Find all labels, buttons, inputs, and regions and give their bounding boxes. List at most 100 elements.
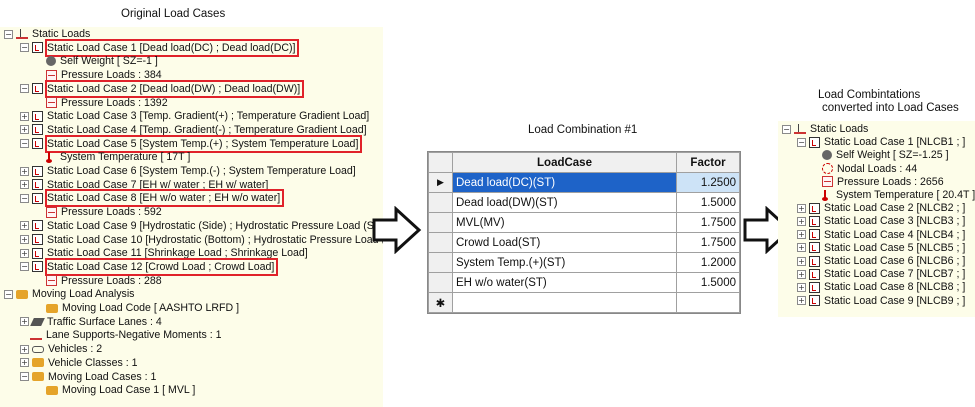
collapse-icon[interactable]: − bbox=[782, 124, 791, 134]
tree-item[interactable]: −Static Loads bbox=[782, 122, 868, 136]
tree-item[interactable]: Pressure Loads : 1392 bbox=[36, 96, 168, 110]
tree-item[interactable]: −Static Load Case 5 [System Temp.(+) ; S… bbox=[20, 134, 363, 153]
collapse-icon[interactable]: − bbox=[4, 29, 13, 39]
tree-item[interactable]: Moving Load Code [ AASHTO LRFD ] bbox=[36, 301, 239, 315]
expand-icon[interactable]: + bbox=[20, 166, 29, 176]
factor-cell[interactable]: 1.2500 bbox=[676, 172, 740, 193]
tree-item[interactable]: Self Weight [ SZ=-1.25 ] bbox=[812, 148, 949, 162]
expand-icon[interactable]: + bbox=[797, 256, 806, 266]
tree-item[interactable]: +Static Load Case 10 [Hydrostatic (Botto… bbox=[20, 233, 383, 247]
table-row[interactable]: System Temp.(+)(ST)1.2000 bbox=[428, 252, 740, 273]
collapse-icon[interactable]: − bbox=[20, 193, 29, 203]
tree-item[interactable]: System Temperature [ 17T ] bbox=[36, 150, 190, 164]
loadcase-cell[interactable]: Crowd Load(ST) bbox=[452, 232, 677, 253]
factor-cell[interactable]: 1.2000 bbox=[676, 252, 740, 273]
tree-item[interactable]: Self Weight [ SZ=-1 ] bbox=[36, 54, 158, 68]
collapse-icon[interactable]: − bbox=[20, 139, 29, 149]
expand-icon[interactable]: + bbox=[20, 235, 29, 244]
loadcase-cell[interactable]: EH w/o water(ST) bbox=[452, 272, 677, 293]
collapse-icon[interactable]: − bbox=[20, 84, 29, 94]
new-row-indicator[interactable]: ✱ bbox=[428, 292, 453, 313]
loadcase-column-header[interactable]: LoadCase bbox=[452, 152, 677, 173]
tree-item[interactable]: +Static Load Case 6 [NLCB6 ; ] bbox=[797, 254, 965, 268]
tree-item[interactable]: −Moving Load Analysis bbox=[4, 287, 134, 301]
collapse-icon[interactable]: − bbox=[20, 43, 29, 53]
row-selector[interactable] bbox=[428, 252, 453, 273]
tree-item[interactable]: +Static Load Case 7 [EH w/ water ; EH w/… bbox=[20, 178, 268, 192]
collapse-icon[interactable]: − bbox=[20, 372, 29, 381]
expand-icon[interactable]: + bbox=[20, 344, 29, 354]
table-row[interactable]: ▶Dead load(DC)(ST)1.2500 bbox=[428, 172, 740, 193]
original-load-cases-tree[interactable]: −Static Loads−Static Load Case 1 [Dead l… bbox=[0, 27, 383, 407]
new-row[interactable]: ✱ bbox=[428, 292, 740, 313]
expand-icon[interactable]: + bbox=[20, 358, 29, 368]
tree-item[interactable]: +Static Load Case 7 [NLCB7 ; ] bbox=[797, 267, 965, 281]
converted-load-cases-tree[interactable]: −Static Loads−Static Load Case 1 [NLCB1 … bbox=[778, 121, 975, 317]
factor-cell[interactable]: 1.5000 bbox=[676, 192, 740, 213]
tree-item[interactable]: +Static Load Case 5 [NLCB5 ; ] bbox=[797, 241, 965, 255]
tree-item[interactable]: Pressure Loads : 384 bbox=[36, 68, 162, 82]
factor-cell[interactable] bbox=[676, 292, 740, 313]
row-selector[interactable] bbox=[428, 272, 453, 293]
tree-item[interactable]: +Static Load Case 6 [System Temp.(-) ; S… bbox=[20, 164, 356, 178]
tree-item[interactable]: +Static Load Case 3 [NLCB3 ; ] bbox=[797, 214, 965, 228]
expand-icon[interactable]: + bbox=[797, 296, 806, 306]
loadcase-cell[interactable]: Dead load(DW)(ST) bbox=[452, 192, 677, 213]
factor-cell[interactable]: 1.7500 bbox=[676, 232, 740, 253]
tree-item[interactable]: Moving Load Case 1 [ MVL ] bbox=[36, 383, 195, 397]
tree-item[interactable]: −Static Load Case 2 [Dead load(DW) ; Dea… bbox=[20, 79, 305, 98]
expand-icon[interactable]: + bbox=[20, 221, 29, 231]
expand-icon[interactable]: + bbox=[797, 243, 806, 253]
loadcase-cell[interactable]: MVL(MV) bbox=[452, 212, 677, 233]
tree-item[interactable]: Pressure Loads : 288 bbox=[36, 274, 162, 288]
tree-item[interactable]: −Static Load Case 1 [NLCB1 ; ] bbox=[797, 135, 965, 149]
tree-item[interactable]: +Static Load Case 9 [NLCB9 ; ] bbox=[797, 294, 965, 308]
expand-icon[interactable]: + bbox=[20, 317, 29, 327]
factor-cell[interactable]: 1.7500 bbox=[676, 212, 740, 233]
collapse-icon[interactable]: − bbox=[797, 137, 806, 147]
table-row[interactable]: EH w/o water(ST)1.5000 bbox=[428, 272, 740, 293]
collapse-icon[interactable]: − bbox=[4, 289, 13, 299]
expand-icon[interactable]: + bbox=[797, 203, 806, 213]
expand-icon[interactable]: + bbox=[797, 230, 806, 240]
tree-item[interactable]: −Static Load Case 12 [Crowd Load ; Crowd… bbox=[20, 257, 279, 276]
tree-item[interactable]: +Vehicle Classes : 1 bbox=[20, 356, 138, 370]
loadcase-cell[interactable]: Dead load(DC)(ST) bbox=[452, 172, 677, 193]
tree-item[interactable]: −Static Loads bbox=[4, 27, 90, 41]
expand-icon[interactable]: + bbox=[20, 180, 29, 190]
row-selector[interactable] bbox=[428, 232, 453, 253]
tree-item[interactable]: +Static Load Case 4 [Temp. Gradient(-) ;… bbox=[20, 123, 367, 137]
factor-cell[interactable]: 1.5000 bbox=[676, 272, 740, 293]
tree-item[interactable]: Nodal Loads : 44 bbox=[812, 162, 917, 176]
tree-item[interactable]: +Traffic Surface Lanes : 4 bbox=[20, 315, 162, 329]
current-row-indicator[interactable]: ▶ bbox=[428, 172, 453, 193]
tree-item[interactable]: +Static Load Case 8 [NLCB8 ; ] bbox=[797, 280, 965, 294]
load-combination-grid[interactable]: LoadCase Factor ▶Dead load(DC)(ST)1.2500… bbox=[427, 151, 741, 314]
row-selector[interactable] bbox=[428, 192, 453, 213]
row-selector[interactable] bbox=[428, 212, 453, 233]
expand-icon[interactable]: + bbox=[20, 248, 29, 258]
table-row[interactable]: MVL(MV)1.7500 bbox=[428, 212, 740, 233]
tree-item[interactable]: −Static Load Case 1 [Dead load(DC) ; Dea… bbox=[20, 38, 300, 57]
collapse-icon[interactable]: − bbox=[20, 262, 29, 272]
tree-item[interactable]: Pressure Loads : 592 bbox=[36, 205, 162, 219]
tree-item[interactable]: Pressure Loads : 2656 bbox=[812, 175, 944, 189]
tree-item[interactable]: −Static Load Case 8 [EH w/o water ; EH w… bbox=[20, 189, 285, 208]
loadcase-cell[interactable]: System Temp.(+)(ST) bbox=[452, 252, 677, 273]
tree-item[interactable]: +Static Load Case 3 [Temp. Gradient(+) ;… bbox=[20, 109, 369, 123]
tree-item[interactable]: +Static Load Case 11 [Shrinkage Load ; S… bbox=[20, 246, 308, 260]
tree-item[interactable]: +Static Load Case 2 [NLCB2 ; ] bbox=[797, 201, 965, 215]
expand-icon[interactable]: + bbox=[797, 216, 806, 226]
expand-icon[interactable]: + bbox=[797, 282, 806, 292]
expand-icon[interactable]: + bbox=[20, 125, 29, 135]
table-row[interactable]: Crowd Load(ST)1.7500 bbox=[428, 232, 740, 253]
tree-item[interactable]: −Moving Load Cases : 1 bbox=[20, 370, 156, 384]
tree-item[interactable]: +Static Load Case 9 [Hydrostatic (Side) … bbox=[20, 219, 383, 233]
tree-item[interactable]: Lane Supports-Negative Moments : 1 bbox=[20, 328, 221, 342]
expand-icon[interactable]: + bbox=[20, 111, 29, 121]
tree-item[interactable]: +Vehicles : 2 bbox=[20, 342, 102, 356]
loadcase-cell[interactable] bbox=[452, 292, 677, 313]
expand-icon[interactable]: + bbox=[797, 269, 806, 279]
table-row[interactable]: Dead load(DW)(ST)1.5000 bbox=[428, 192, 740, 213]
factor-column-header[interactable]: Factor bbox=[676, 152, 740, 173]
